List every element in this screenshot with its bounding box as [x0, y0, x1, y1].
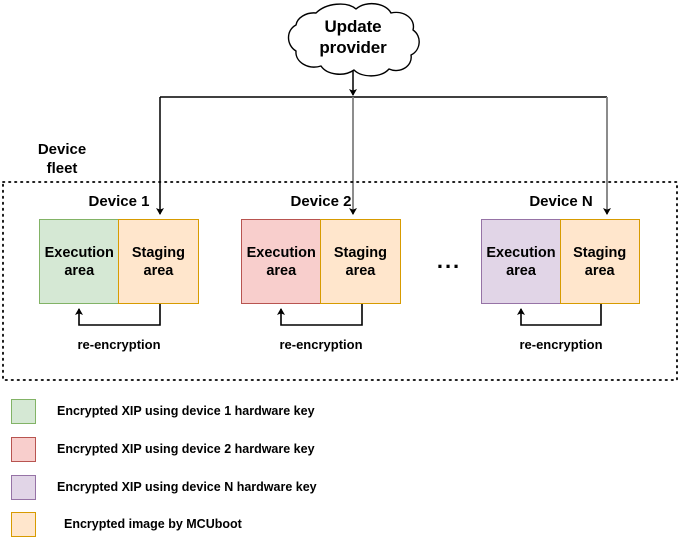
staging-area-line-1: Staging — [131, 244, 186, 261]
execution-area-line-1: Execution — [246, 244, 316, 261]
legend-item-device-n-key: Encrypted XIP using device N hardware ke… — [11, 474, 317, 500]
execution-area-line-1: Execution — [486, 244, 556, 261]
execution-area-line-2: area — [506, 262, 536, 279]
staging-area-line-2: area — [345, 262, 376, 279]
staging-area-line-2: area — [584, 262, 615, 279]
staging-area-line-2: area — [143, 262, 174, 279]
reencryption-label-device-2: re-encryption — [279, 337, 363, 352]
device-title-2: Device 2 — [290, 193, 352, 210]
execution-area-line-2: area — [266, 262, 297, 279]
update-provider-line-1: Update — [324, 17, 382, 36]
staging-area-line-1: Staging — [333, 244, 388, 261]
reencryption-arrow-device-n — [517, 304, 602, 326]
reencryption-arrow-device-1 — [75, 304, 161, 326]
device-fleet-line-2: fleet — [46, 160, 78, 177]
staging-area-device-1[interactable]: Staging area — [118, 219, 199, 304]
execution-area-line-1: Execution — [44, 244, 114, 261]
legend-item-device-2-key: Encrypted XIP using device 2 hardware ke… — [11, 436, 315, 462]
device-memory-map-n: Execution area Staging area — [481, 219, 641, 304]
device-fleet-label: Device fleet — [17, 140, 107, 178]
legend-label-device-1-key: Encrypted XIP using device 1 hardware ke… — [57, 404, 315, 418]
staging-area-device-n[interactable]: Staging area — [559, 219, 640, 304]
update-provider-line-2: provider — [319, 38, 387, 57]
update-provider-label: Update provider — [296, 16, 410, 58]
legend-swatch-device-n-key — [11, 474, 36, 500]
reencryption-label-device-n: re-encryption — [519, 337, 603, 352]
legend-label-device-2-key: Encrypted XIP using device 2 hardware ke… — [57, 442, 315, 456]
device-fleet-line-1: Device — [37, 141, 87, 158]
legend-item-mcuboot-image: Encrypted image by MCUboot — [11, 511, 242, 537]
staging-area-device-2[interactable]: Staging area — [320, 219, 401, 304]
device-memory-map-2: Execution area Staging area — [241, 219, 402, 304]
reencryption-label-device-1: re-encryption — [77, 337, 161, 352]
device-title-n: Device N — [529, 193, 593, 210]
legend-item-device-1-key: Encrypted XIP using device 1 hardware ke… — [11, 398, 315, 424]
legend-label-mcuboot-image: Encrypted image by MCUboot — [64, 517, 242, 531]
device-memory-map-1: Execution area Staging area — [39, 219, 200, 304]
reencryption-arrow-device-2 — [277, 304, 363, 326]
devices-ellipsis: ... — [436, 248, 462, 273]
staging-area-line-1: Staging — [573, 244, 627, 261]
execution-area-device-n[interactable]: Execution area — [481, 219, 561, 304]
legend-swatch-device-1-key — [11, 398, 36, 424]
legend-swatch-mcuboot-image — [11, 511, 36, 537]
execution-area-device-2[interactable]: Execution area — [241, 219, 322, 304]
execution-area-line-2: area — [64, 262, 95, 279]
execution-area-device-1[interactable]: Execution area — [39, 219, 120, 304]
legend-label-device-n-key: Encrypted XIP using device N hardware ke… — [57, 480, 317, 494]
legend-swatch-device-2-key — [11, 436, 36, 462]
device-title-1: Device 1 — [88, 193, 150, 210]
